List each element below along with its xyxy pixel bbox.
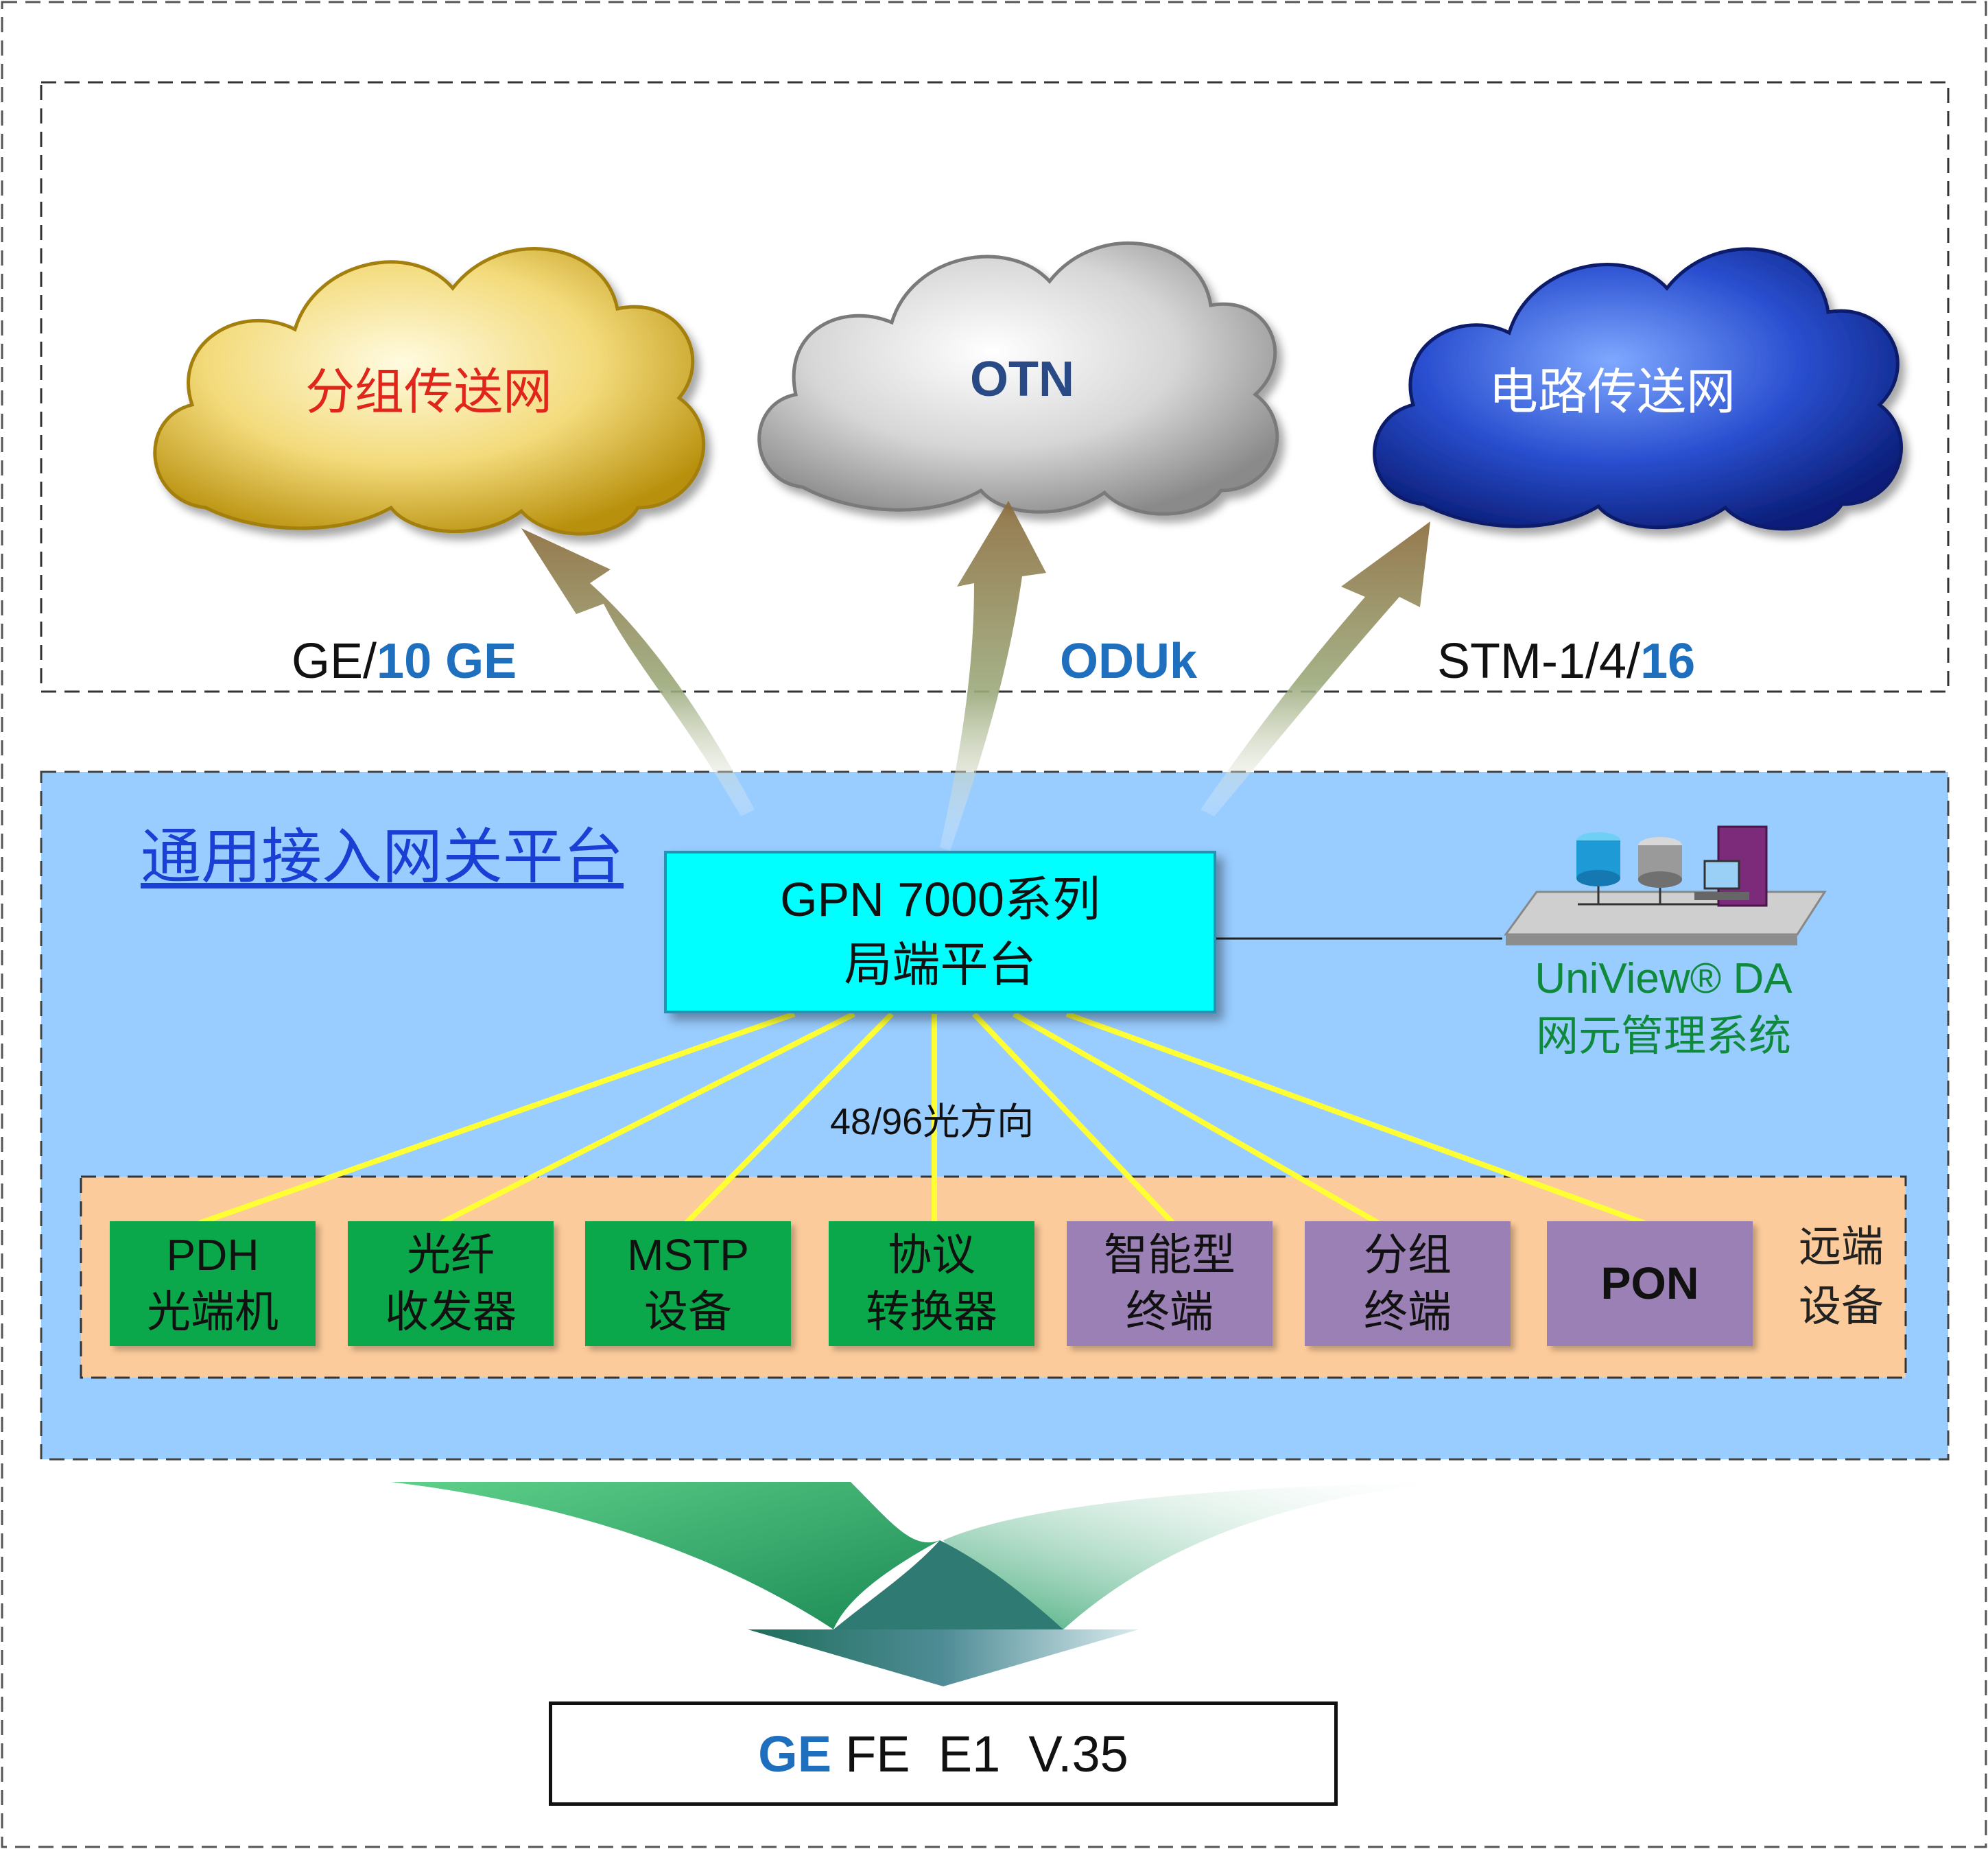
fiber-line	[1065, 1011, 1646, 1226]
nms-label: UniView® DA 网元管理系统	[1509, 950, 1818, 1065]
remote-label-line1: 远端	[1799, 1223, 1884, 1271]
device-pdh: PDH 光端机	[110, 1221, 316, 1346]
device-mstp: MSTP 设备	[585, 1221, 791, 1346]
oduk-interface-label: ODUk	[1060, 634, 1198, 689]
stm-prefix: STM-1/4/	[1437, 634, 1641, 689]
circuit-network-label: 电路传送网	[1488, 363, 1736, 421]
fiber-line	[1013, 1011, 1380, 1226]
ge-interface-label: GE/10 GE	[292, 637, 517, 686]
packet-network-label: 分组传送网	[305, 363, 552, 421]
circuit-network-cloud	[1373, 247, 1903, 531]
device-line1: 光纤	[407, 1229, 495, 1280]
device-protocol-converter: 协议 转换器	[829, 1221, 1034, 1346]
ge-service-label: GE	[758, 1725, 832, 1782]
cloud-icon	[1373, 247, 1903, 531]
device-line1: 协议	[888, 1229, 975, 1280]
device-line1: PDH	[166, 1229, 259, 1280]
platform-title: 通用接入网关平台	[141, 821, 624, 892]
device-packet-terminal: 分组 终端	[1305, 1221, 1511, 1346]
other-service-labels: FE E1 V.35	[845, 1725, 1128, 1782]
cloud-icon	[757, 242, 1279, 516]
nms-line2: 网元管理系统	[1535, 1012, 1791, 1060]
device-line1: MSTP	[627, 1229, 749, 1280]
remote-label-line2: 设备	[1799, 1282, 1884, 1330]
device-line2: 转换器	[866, 1287, 997, 1336]
ten-ge-label: 10 GE	[377, 634, 517, 689]
service-interfaces-box: GE FE E1 V.35	[549, 1701, 1338, 1806]
uplink-arrow-icon	[1200, 521, 1430, 816]
device-line2: 光端机	[147, 1287, 279, 1336]
uplink-arrow-icon	[940, 501, 1046, 851]
device-pon: PON	[1547, 1221, 1753, 1346]
packet-network-cloud	[153, 247, 706, 536]
device-line1: PON	[1600, 1258, 1699, 1309]
device-line2: 收发器	[385, 1287, 517, 1336]
stm-16-label: 16	[1640, 634, 1696, 689]
downlink-arrow-icon	[391, 1482, 1454, 1686]
device-line1: 智能型	[1104, 1229, 1235, 1280]
device-line1: 分组	[1364, 1229, 1452, 1280]
uplink-arrow-icon	[521, 528, 755, 816]
otn-label: OTN	[970, 352, 1074, 407]
core-platform-line1: GPN 7000系列	[780, 873, 1100, 926]
cloud-icon	[153, 247, 706, 536]
core-platform-line2: 局端平台	[844, 937, 1037, 991]
nms-line1: UniView® DA	[1535, 955, 1792, 1002]
device-line2: 终端	[1364, 1287, 1452, 1336]
fiber-line	[439, 1011, 855, 1226]
ge-prefix: GE/	[292, 634, 377, 689]
network-management-icon	[1504, 825, 1827, 945]
fiber-line	[972, 1012, 1175, 1225]
device-fiber-transceiver: 光纤 收发器	[348, 1221, 554, 1346]
device-line2: 终端	[1126, 1287, 1214, 1336]
device-line2: 设备	[644, 1287, 732, 1336]
fiber-direction-label: 48/96光方向	[830, 1101, 1034, 1142]
stm-interface-label: STM-1/4/16	[1437, 637, 1695, 686]
fiber-line	[198, 1011, 796, 1226]
fiber-lines	[198, 1011, 1646, 1226]
remote-devices-label: 远端 设备	[1799, 1218, 1884, 1337]
otn-cloud	[757, 242, 1279, 516]
fiber-line	[684, 1012, 894, 1225]
device-smart-terminal: 智能型 终端	[1067, 1221, 1273, 1346]
core-platform-box: GPN 7000系列 局端平台	[664, 851, 1216, 1013]
